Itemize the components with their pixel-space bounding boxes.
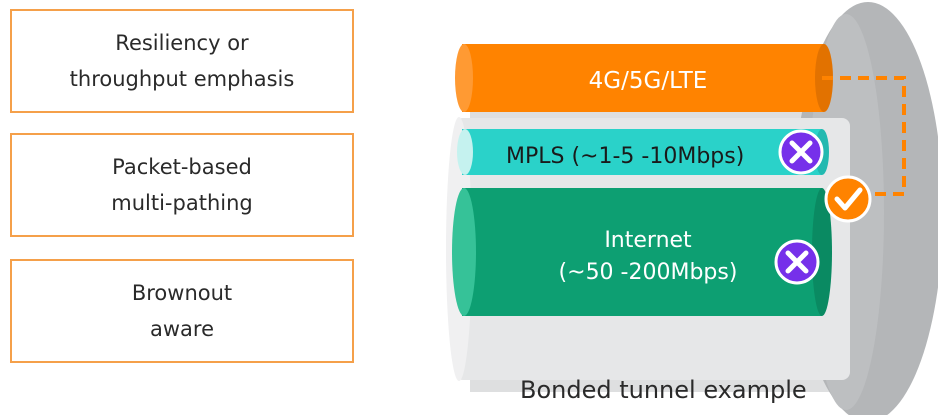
mpls-pipe: MPLS (~1-5 -10Mbps)	[457, 129, 829, 175]
lte-pipe: 4G/5G/LTE	[455, 44, 833, 112]
mpls-label: MPLS (~1-5 -10Mbps)	[506, 144, 744, 169]
internet-label: Internet	[604, 228, 692, 253]
internet-pipe: Internet (~50 -200Mbps)	[452, 188, 832, 316]
internet-fail-x-icon	[774, 239, 820, 285]
feature-brownout-label: Brownout aware	[131, 281, 233, 341]
diagram-caption: Bonded tunnel example	[520, 376, 807, 404]
lte-active-check-icon	[824, 175, 872, 223]
feature-resiliency: Resiliency or throughput emphasis	[10, 9, 354, 113]
reroute-dashed-path	[822, 76, 906, 196]
feature-resiliency-label: Resiliency or throughput emphasis	[69, 31, 295, 91]
lte-label: 4G/5G/LTE	[589, 68, 708, 94]
feature-multipathing: Packet-based multi-pathing	[10, 133, 354, 237]
feature-multipathing-label: Packet-based multi-pathing	[111, 155, 253, 215]
internet-speed-label: (~50 -200Mbps)	[559, 260, 738, 285]
mpls-fail-x-icon	[778, 129, 824, 175]
feature-brownout: Brownout aware	[10, 259, 354, 363]
